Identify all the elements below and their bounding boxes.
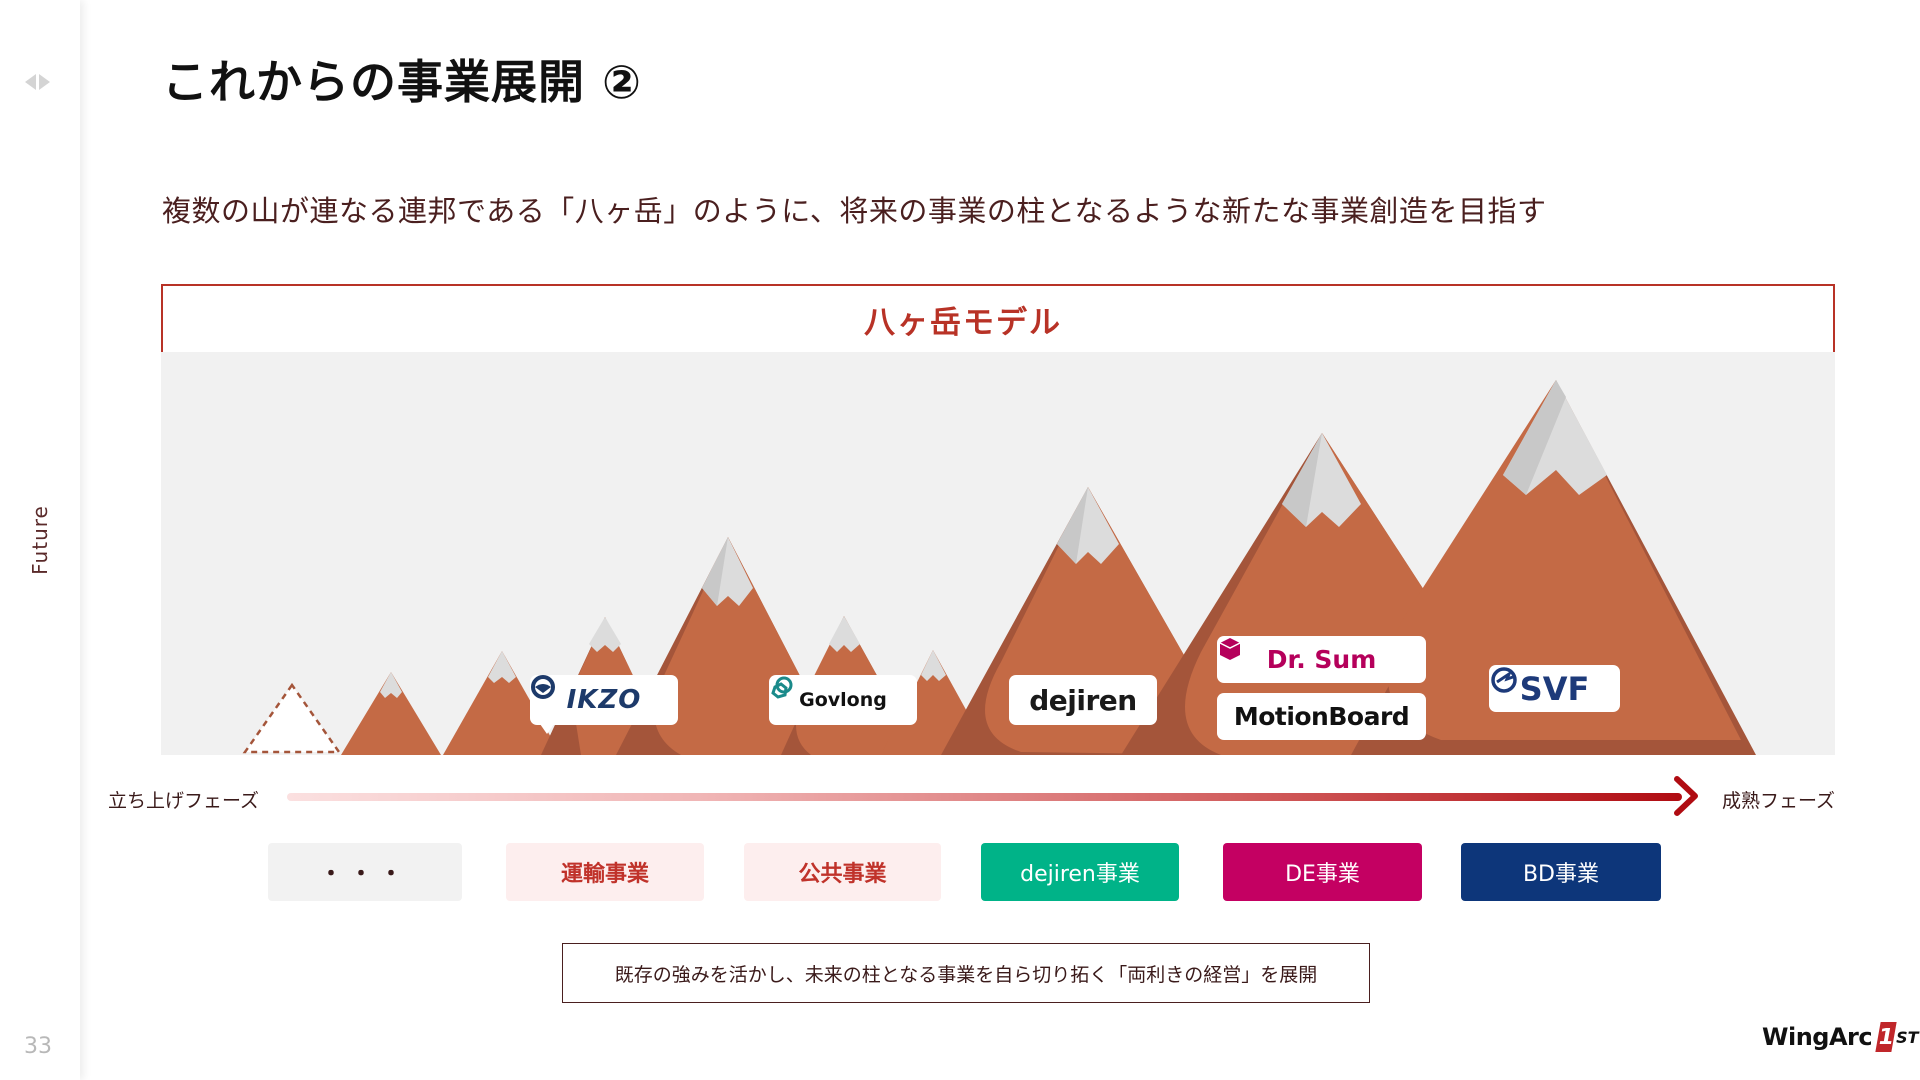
model-title-box: 八ヶ岳モデル <box>161 284 1835 354</box>
business-transport: 運輸事業 <box>506 843 704 901</box>
svf-logo: SVF <box>1489 665 1620 712</box>
business-bd: BD事業 <box>1461 843 1661 901</box>
phase-start-label: 立ち上げフェーズ <box>108 790 260 812</box>
dejiren-logo: dejiren <box>1009 675 1157 725</box>
prev-arrow-icon[interactable] <box>25 74 36 90</box>
drsum-logo: Dr. Sum <box>1217 636 1426 683</box>
motionboard-logo: MotionBoard <box>1217 693 1426 740</box>
strategy-description: 既存の強みを活かし、未来の柱となる事業を自ら切り拓く「両利きの経営」を展開 <box>562 943 1370 1003</box>
brand-logo: WingArc 1 ST <box>1762 1022 1919 1052</box>
business-de: DE事業 <box>1223 843 1422 901</box>
steering-wheel-icon <box>531 675 555 699</box>
chain-link-icon <box>771 676 793 699</box>
dejiren-logo-text: dejiren <box>1029 683 1137 717</box>
ikzo-logo: IKZO <box>530 675 678 725</box>
globe-arrow-icon <box>1491 667 1517 693</box>
business-dejiren: dejiren事業 <box>981 843 1179 901</box>
brand-name: WingArc <box>1762 1023 1873 1051</box>
business-other: ・・・ <box>268 843 462 901</box>
strategy-description-text: 既存の強みを活かし、未来の柱となる事業を自ら切り拓く「両利きの経営」を展開 <box>614 963 1318 986</box>
phase-end-label: 成熟フェーズ <box>1722 790 1836 812</box>
placeholder-mountain <box>242 682 342 754</box>
cube-icon <box>1219 638 1241 660</box>
next-arrow-icon[interactable] <box>39 74 50 90</box>
brand-suffix: ST <box>1896 1027 1919 1047</box>
section-label: Future <box>28 505 52 575</box>
brand-mark: 1 <box>1875 1022 1897 1052</box>
svf-logo-text: SVF <box>1519 669 1590 708</box>
phase-arrow-line <box>287 793 1682 801</box>
govlong-logo-text: Govlong <box>799 689 887 711</box>
callout-tail <box>540 724 554 734</box>
left-right-arrows-icon[interactable] <box>25 74 57 90</box>
sidebar: Future 33 <box>0 0 80 1080</box>
govlong-logo: Govlong <box>769 675 917 725</box>
page-subtitle: 複数の山が連なる連邦である「八ヶ岳」のように、将来の事業の柱となるような新たな事… <box>162 194 1547 228</box>
model-title: 八ヶ岳モデル <box>864 304 1062 341</box>
business-public: 公共事業 <box>744 843 941 901</box>
ikzo-logo-text: IKZO <box>566 685 642 715</box>
page-number: 33 <box>24 1034 52 1059</box>
arrow-right-icon <box>1674 776 1698 816</box>
mountain-illustration: IKZO Govlong dejiren Dr. Sum MotionBoard… <box>161 352 1835 755</box>
motionboard-logo-text: MotionBoard <box>1233 702 1410 731</box>
page-title: これからの事業展開 ② <box>162 55 642 109</box>
drsum-logo-text: Dr. Sum <box>1266 645 1377 674</box>
